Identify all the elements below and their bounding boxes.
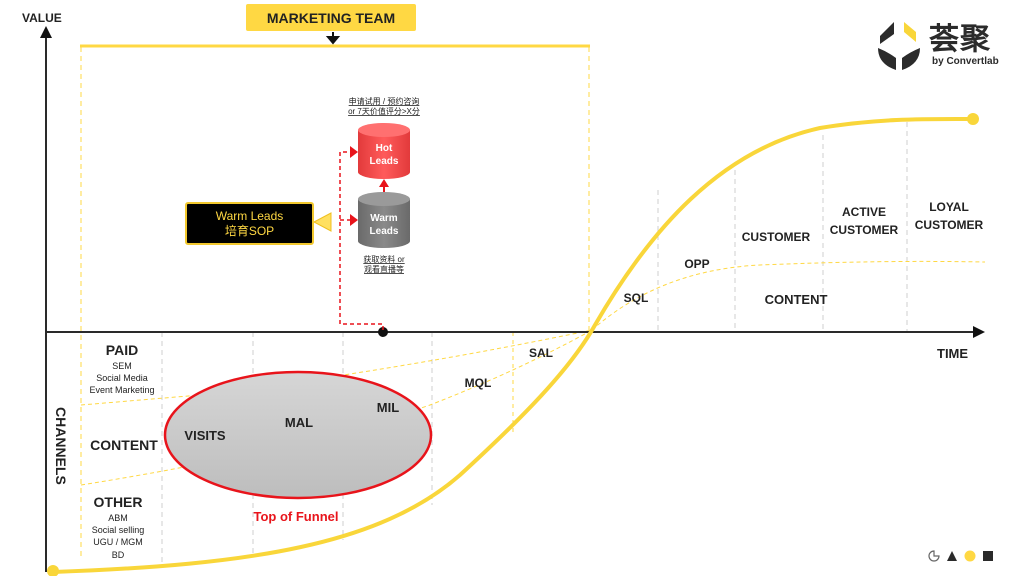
warm-note-line1: 获取资料 or	[363, 254, 405, 264]
stage-content: CONTENT	[765, 292, 828, 307]
stage-mil: MIL	[377, 400, 399, 415]
stage-active-line2: CUSTOMER	[830, 223, 899, 237]
top-of-funnel-caption: Top of Funnel	[254, 509, 339, 524]
channel-other-item: UGU / MGM	[93, 537, 143, 547]
stage-mal: MAL	[285, 415, 313, 430]
curve-start-dot	[47, 565, 59, 576]
hot-label-2: Leads	[370, 156, 399, 167]
brand-logo: 荟聚 by Convertlab	[874, 18, 1014, 74]
stage-loyal-line1: LOYAL	[929, 200, 969, 214]
channels-label: CHANNELS	[53, 407, 69, 485]
channel-paid-title: PAID	[106, 342, 138, 358]
stage-sal: SAL	[529, 346, 553, 360]
logo-text: 荟聚	[929, 22, 991, 57]
y-axis-label: VALUE	[22, 11, 62, 25]
stage-loyal-line2: CUSTOMER	[915, 218, 984, 232]
sop-line2: 培育SOP	[224, 223, 275, 238]
warm-label-2: Leads	[370, 226, 399, 237]
top-of-funnel-ellipse	[163, 370, 433, 500]
channel-content-title: CONTENT	[90, 437, 158, 453]
warm-leads-cylinder	[358, 192, 410, 248]
y-axis-arrow-icon	[40, 26, 52, 38]
channel-other-item: Social selling	[92, 525, 145, 535]
hot-note-line1: 申请试用 / 预约咨询	[349, 96, 420, 106]
warm-note-line2: 观看直播等	[364, 264, 404, 274]
hot-leads-cylinder	[358, 123, 410, 179]
axis-origin-dot	[378, 327, 388, 337]
stage-active-line1: ACTIVE	[842, 205, 886, 219]
channel-other-item: ABM	[108, 513, 128, 523]
stage-sql: SQL	[624, 291, 649, 305]
warm-label-1: Warm	[370, 213, 398, 224]
sop-line1: Warm Leads	[215, 208, 284, 223]
stage-mql: MQL	[465, 376, 492, 390]
up-arrow-icon	[379, 179, 389, 187]
channel-paid-item: Social Media	[96, 373, 148, 383]
stage-visits: VISITS	[184, 428, 226, 443]
channel-paid-item: Event Marketing	[89, 385, 154, 395]
leads-connector	[339, 151, 384, 330]
triangle-icon	[947, 551, 957, 561]
stage-dividers	[161, 122, 908, 565]
value-curve	[52, 116, 974, 574]
corner-icons	[928, 550, 994, 562]
hot-label-1: Hot	[376, 143, 393, 154]
stage-customer: CUSTOMER	[742, 230, 811, 244]
warm-leads-sop-box: Warm Leads 培育SOP	[185, 202, 314, 245]
x-axis-arrow-icon	[973, 326, 985, 338]
channel-paid-item: SEM	[112, 361, 132, 371]
stage-opp: OPP	[684, 257, 709, 271]
channel-other-title: OTHER	[94, 494, 143, 510]
logo-subtitle: by Convertlab	[932, 56, 999, 67]
curve-end-dot	[967, 113, 979, 125]
channel-other-item: BD	[112, 550, 125, 560]
hot-arrow-icon	[350, 146, 358, 158]
pie-outline-icon	[928, 550, 940, 562]
hot-note-line2: or 7天价值评分>X分	[348, 106, 420, 116]
square-icon	[983, 551, 993, 561]
team-down-arrow-icon	[325, 32, 341, 45]
x-axis-label: TIME	[937, 346, 968, 361]
marketing-team-badge: MARKETING TEAM	[246, 4, 416, 31]
logo-mark-icon	[878, 22, 920, 70]
sop-pointer-icon	[312, 212, 332, 232]
warm-arrow-icon	[350, 214, 358, 226]
circle-yellow-icon	[964, 550, 976, 562]
